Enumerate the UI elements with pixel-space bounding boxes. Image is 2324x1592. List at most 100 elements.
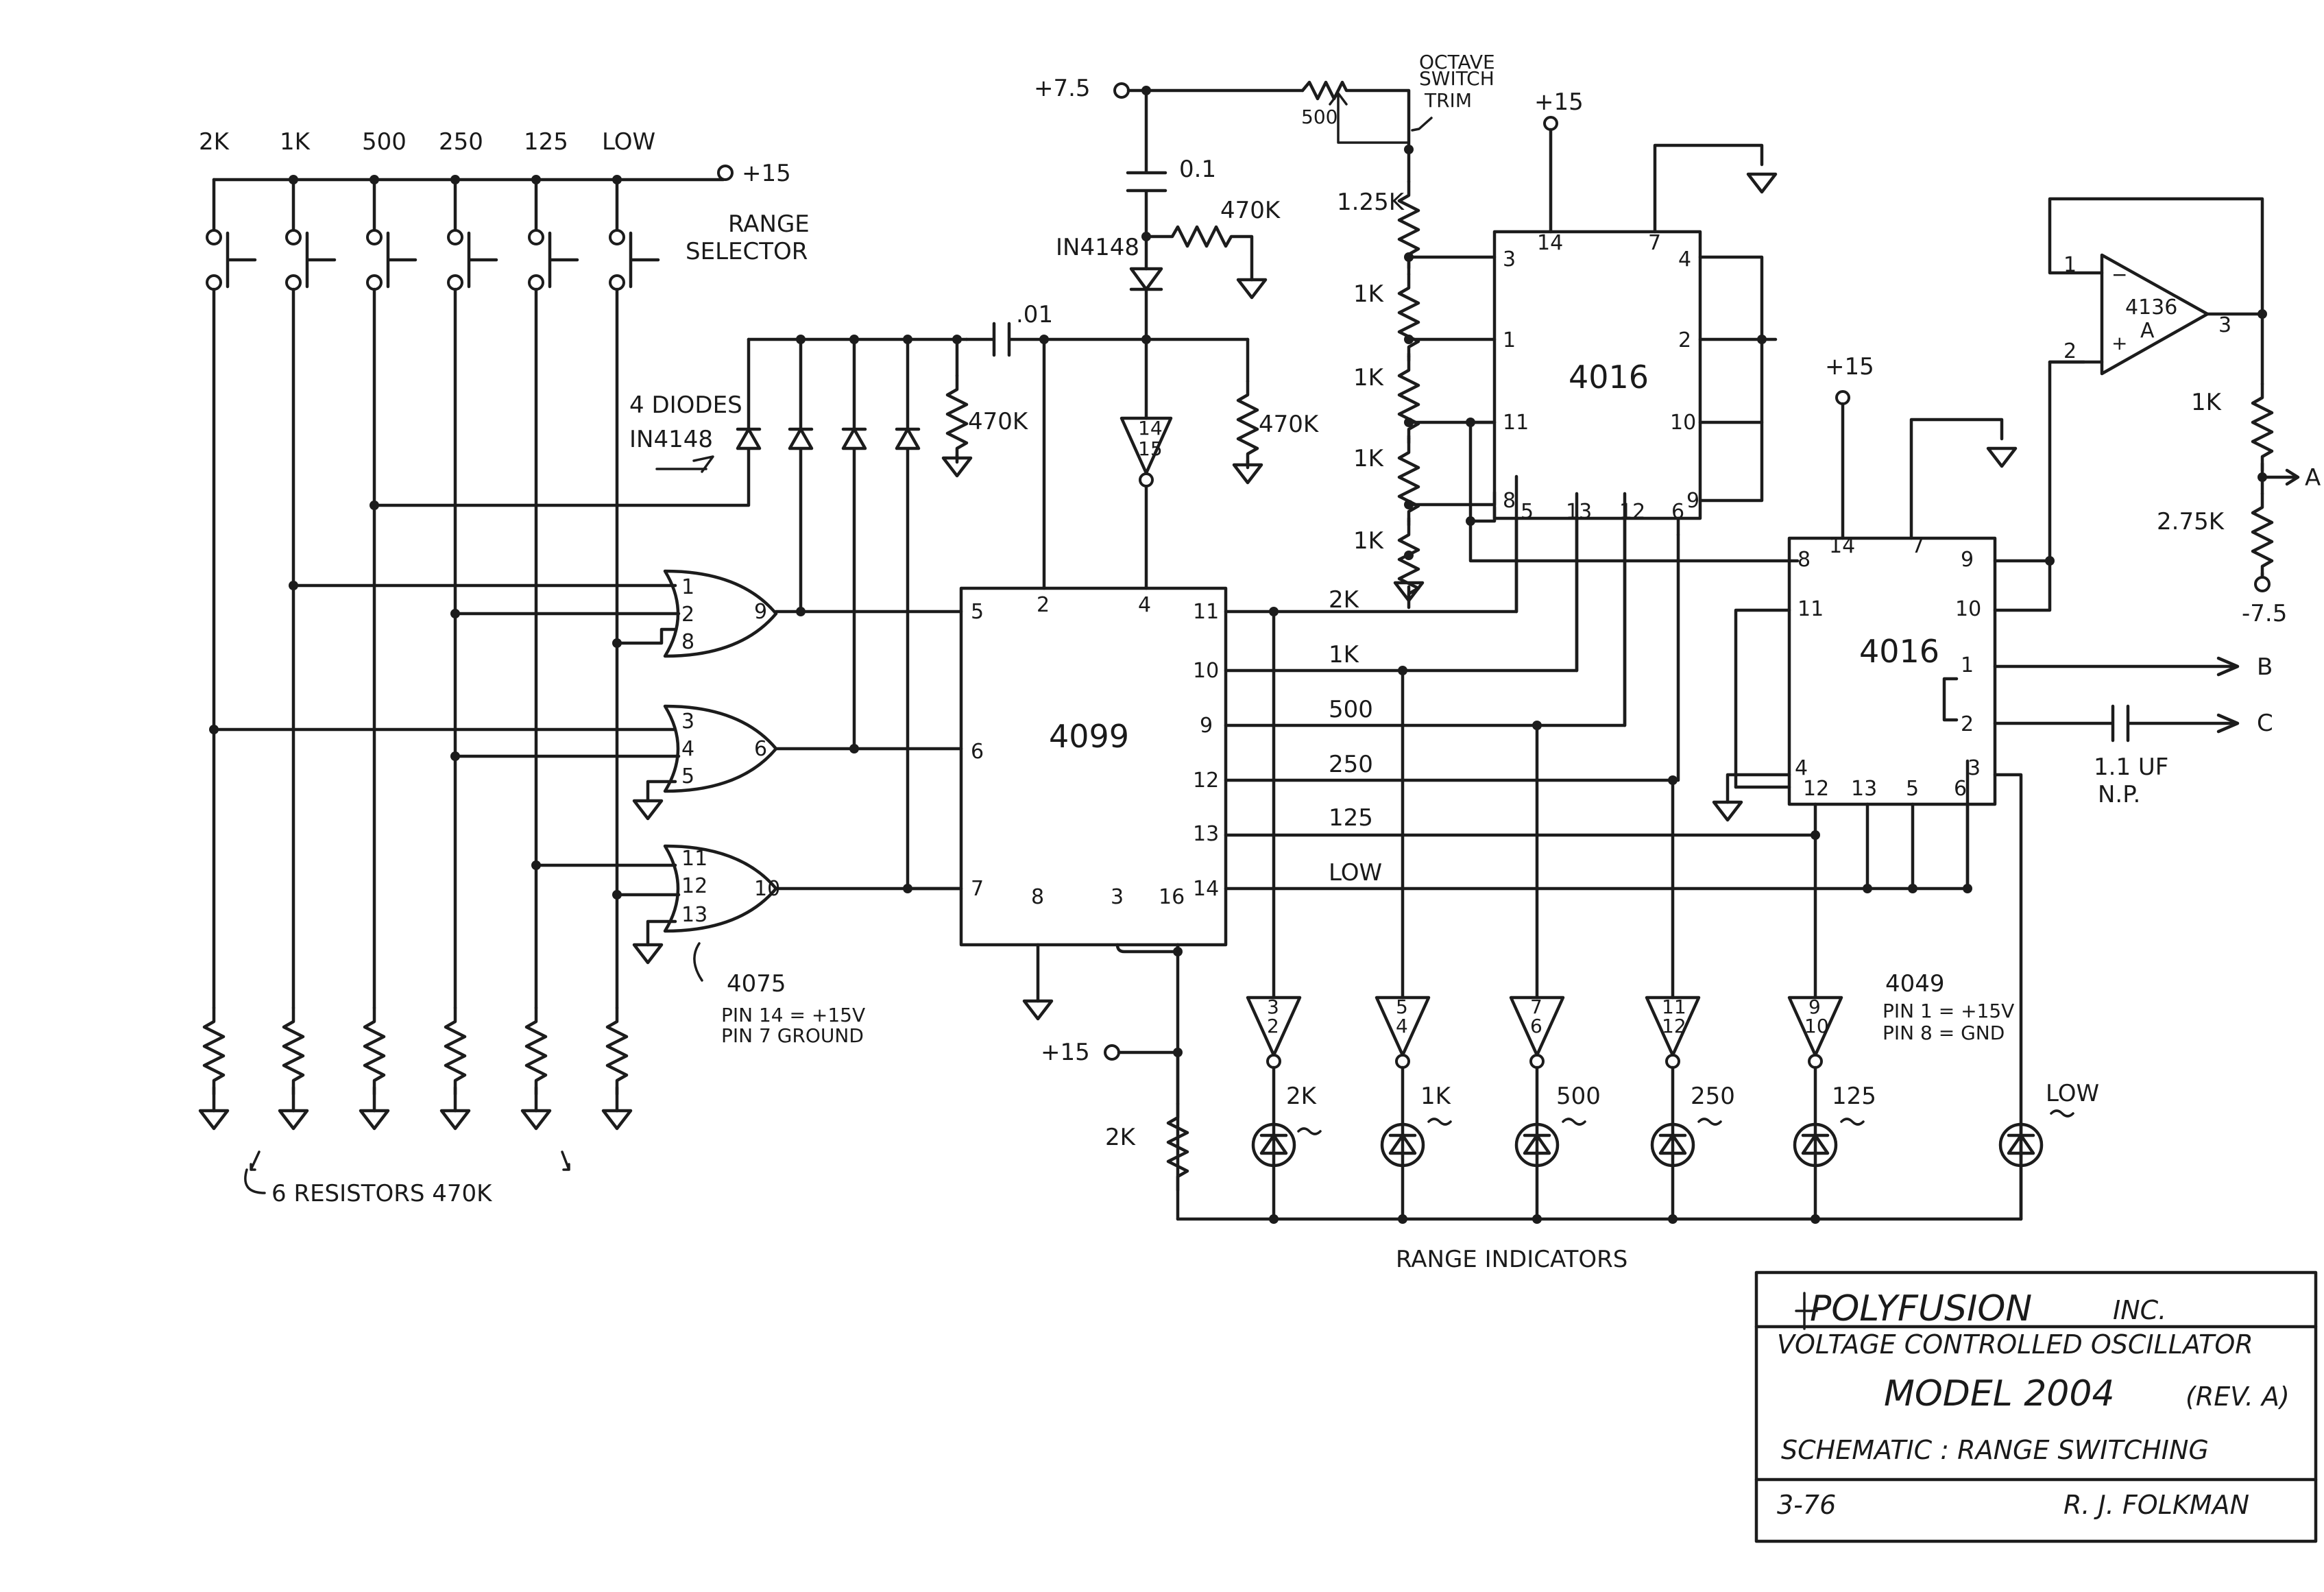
trim-caption-3: TRIM xyxy=(1424,89,1472,112)
svg-text:12: 12 xyxy=(1193,769,1219,793)
ladder-r2: 1K xyxy=(1353,280,1385,308)
svg-text:12: 12 xyxy=(681,874,707,898)
svg-text:10: 10 xyxy=(1804,1015,1829,1037)
svg-text:2: 2 xyxy=(1267,1015,1279,1037)
outputs-b-c: B C 1.1 UF N.P. xyxy=(1993,653,2273,808)
output-label-1k: 1K xyxy=(1329,641,1360,668)
svg-text:7: 7 xyxy=(1911,534,1924,558)
led-label-1k: 1K xyxy=(1420,1083,1452,1110)
ground-icon xyxy=(1238,280,1266,298)
ground-icon xyxy=(1714,802,1741,820)
ground-icon xyxy=(361,1111,388,1129)
svg-text:1: 1 xyxy=(1503,328,1516,352)
opamp-pin-minus: 1 xyxy=(2063,253,2077,277)
resistor-470k-right: 470K xyxy=(1259,411,1320,438)
trigger-network: +7.5 500 OCTAVE SWITCH TRIM 0.1 470K IN4… xyxy=(965,51,1495,590)
svg-text:3: 3 xyxy=(1111,885,1124,909)
svg-text:5: 5 xyxy=(1396,996,1408,1018)
switch-250[interactable] xyxy=(447,178,498,291)
inverter-1k: 54 xyxy=(1375,668,1431,1069)
led-250: 250 xyxy=(1650,1083,1735,1168)
inverter-4049-note-1: PIN 1 = +15V xyxy=(1883,1000,2014,1022)
svg-text:8: 8 xyxy=(1798,548,1811,572)
diode-icon xyxy=(897,429,919,448)
svg-text:6: 6 xyxy=(1530,1015,1542,1037)
range-supply-label: +15 xyxy=(742,160,791,187)
svg-text:3: 3 xyxy=(1968,756,1981,780)
switch-low[interactable] xyxy=(609,178,660,291)
range-label-125: 125 xyxy=(524,128,568,156)
resistor-470k-left: 470K xyxy=(968,408,1029,435)
diode-in4148-label: IN4148 xyxy=(1056,234,1139,261)
cap-1-1uf-label: 1.1 UF xyxy=(2094,753,2168,781)
title-block-date: 3-76 xyxy=(1777,1490,1836,1520)
svg-text:2: 2 xyxy=(1678,328,1691,352)
svg-text:3: 3 xyxy=(1267,996,1279,1018)
gate-4075-note-2: PIN 7 GROUND xyxy=(721,1024,864,1047)
trim-caption-2: SWITCH xyxy=(1419,67,1494,90)
svg-text:15: 15 xyxy=(1138,437,1163,460)
svg-text:9: 9 xyxy=(1200,714,1213,738)
svg-text:8: 8 xyxy=(1503,489,1516,513)
switch-125[interactable] xyxy=(528,178,579,291)
range-label-250: 250 xyxy=(439,128,483,156)
gate-4075-title: 4075 xyxy=(727,970,786,998)
range-output-lines: 2K 1K 500 250 125 LOW xyxy=(1224,474,1972,893)
chip-4016-bottom-supply: +15 xyxy=(1825,353,1874,381)
svg-text:16: 16 xyxy=(1159,885,1185,909)
svg-text:10: 10 xyxy=(1193,659,1219,683)
ground-icon xyxy=(634,801,662,819)
svg-text:4: 4 xyxy=(1678,248,1691,272)
range-selector-caption-1: RANGE xyxy=(728,210,810,238)
indicator-r-2k-label: 2K xyxy=(1105,1124,1137,1151)
diode-or-network: 4 DIODES IN4148 470K xyxy=(372,335,1029,891)
trim-pot-value: 500 xyxy=(1301,106,1337,128)
diode-icon xyxy=(843,429,865,448)
ground-icon xyxy=(280,1111,307,1129)
svg-text:4: 4 xyxy=(1138,593,1151,617)
svg-text:14: 14 xyxy=(1138,417,1163,439)
svg-text:12: 12 xyxy=(1662,1015,1686,1037)
output-label-low: LOW xyxy=(1329,859,1382,887)
ground-icon xyxy=(1988,448,2016,466)
cap-001-label: .01 xyxy=(1016,301,1053,328)
svg-text:4: 4 xyxy=(1396,1015,1408,1037)
svg-text:4136: 4136 xyxy=(2125,296,2177,319)
indicator-supply-label: +15 xyxy=(1041,1039,1090,1066)
range-label-1k: 1K xyxy=(280,128,311,156)
led-label-125: 125 xyxy=(1832,1083,1876,1110)
svg-text:9: 9 xyxy=(1961,548,1974,572)
opamp-pin-plus: 2 xyxy=(2063,339,2077,363)
switch-1k[interactable] xyxy=(285,178,337,291)
svg-text:6: 6 xyxy=(1954,777,1967,801)
range-selector: 2K 1K 500 250 125 LOW +15 RANGE SELECTOR xyxy=(199,128,810,1207)
ground-icon xyxy=(634,945,662,963)
diodes-note-2: IN4148 xyxy=(629,426,713,453)
switch-500[interactable] xyxy=(366,178,417,291)
svg-text:9: 9 xyxy=(1686,489,1699,513)
output-label-500: 500 xyxy=(1329,696,1373,723)
title-block-model: MODEL 2004 xyxy=(1884,1373,2115,1414)
resistor-pulldown-125 xyxy=(526,1008,546,1094)
switch-2k[interactable] xyxy=(206,178,257,291)
opamp-r1-label: 1K xyxy=(2191,389,2223,416)
output-b-label: B xyxy=(2257,653,2273,681)
svg-text:13: 13 xyxy=(1851,777,1877,801)
cap-np-label: N.P. xyxy=(2098,781,2140,808)
opamp-4136: − + 4136 A 1 2 3 1K A 2.75K -7.5 xyxy=(2048,197,2321,627)
svg-text:2: 2 xyxy=(1961,712,1974,736)
svg-text:6: 6 xyxy=(971,740,984,764)
gate-4075-note-1: PIN 14 = +15V xyxy=(721,1004,865,1026)
inverter-500: 76 xyxy=(1509,723,1565,1069)
svg-text:A: A xyxy=(2140,319,2155,343)
svg-text:3: 3 xyxy=(1503,248,1516,272)
ladder-r3: 1K xyxy=(1353,364,1385,391)
led-500: 500 xyxy=(1514,1083,1601,1168)
resistor-pulldown-500 xyxy=(365,1008,384,1094)
opamp-supply-label: -7.5 xyxy=(2242,600,2287,627)
